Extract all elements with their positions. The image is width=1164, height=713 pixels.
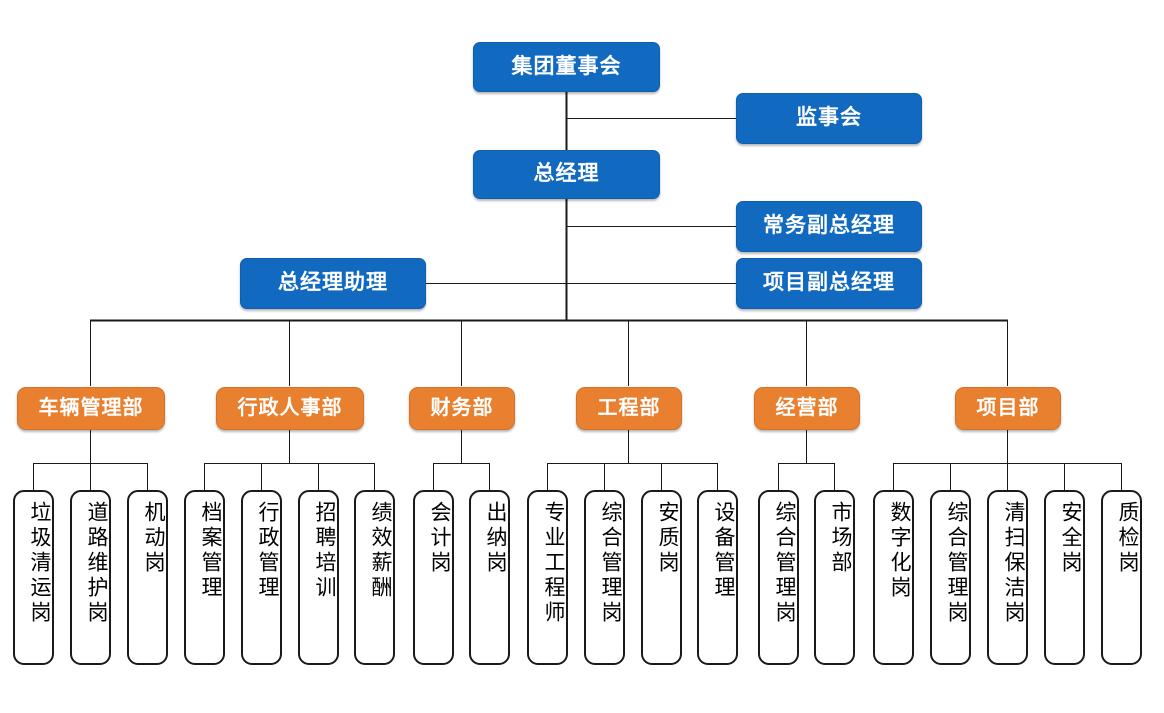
node-post[interactable]: 安全岗 [1044, 490, 1085, 665]
node-post-label: 数字化岗 [888, 501, 912, 601]
node-department-project-label: 项目部 [976, 397, 1040, 419]
node-department-admin-hr-label: 行政人事部 [237, 397, 343, 419]
node-department-operations[interactable]: 经营部 [754, 387, 860, 430]
node-department-vehicle-label: 车辆管理部 [38, 397, 144, 419]
node-department-finance[interactable]: 财务部 [409, 387, 515, 430]
node-department-operations-label: 经营部 [775, 397, 839, 419]
node-post-label: 会计岗 [428, 501, 452, 576]
node-department-vehicle[interactable]: 车辆管理部 [17, 387, 165, 430]
node-post-label: 绩效薪酬 [369, 501, 393, 601]
node-executive-deputy-gm[interactable]: 常务副总经理 [736, 201, 922, 252]
node-post[interactable]: 质检岗 [1101, 490, 1142, 665]
node-gm-assistant-label: 总经理助理 [278, 271, 388, 295]
node-department-admin-hr[interactable]: 行政人事部 [216, 387, 364, 430]
node-board-label: 集团董事会 [511, 54, 622, 78]
node-supervisory-board[interactable]: 监事会 [736, 93, 922, 144]
node-project-deputy-gm-label: 项目副总经理 [763, 271, 895, 295]
node-post-label: 综合管理岗 [945, 501, 969, 626]
node-post[interactable]: 综合管理岗 [584, 490, 625, 665]
node-post[interactable]: 数字化岗 [873, 490, 914, 665]
node-post-label: 安全岗 [1059, 501, 1083, 576]
node-post[interactable]: 出纳岗 [469, 490, 510, 665]
node-supervisory-board-label: 监事会 [796, 106, 862, 130]
node-department-engineering[interactable]: 工程部 [576, 387, 682, 430]
node-post-label: 清扫保洁岗 [1002, 501, 1026, 626]
node-department-engineering-label: 工程部 [597, 397, 661, 419]
node-post[interactable]: 设备管理 [697, 490, 738, 665]
node-executive-deputy-gm-label: 常务副总经理 [763, 214, 895, 238]
node-post-label: 机动岗 [142, 501, 166, 576]
node-department-finance-label: 财务部 [430, 397, 494, 419]
node-post[interactable]: 档案管理 [184, 490, 225, 665]
node-post-label: 安质岗 [656, 501, 680, 576]
node-post-label: 招聘培训 [313, 501, 337, 601]
node-gm-assistant[interactable]: 总经理助理 [240, 258, 426, 309]
node-project-deputy-gm[interactable]: 项目副总经理 [736, 258, 922, 309]
node-post[interactable]: 综合管理岗 [758, 490, 799, 665]
node-post[interactable]: 道路维护岗 [70, 490, 111, 665]
node-post[interactable]: 市场部 [814, 490, 855, 665]
node-post-label: 道路维护岗 [85, 501, 109, 626]
node-post-label: 综合管理岗 [773, 501, 797, 626]
node-post[interactable]: 绩效薪酬 [354, 490, 395, 665]
node-post[interactable]: 垃圾清运岗 [13, 490, 54, 665]
node-post-label: 设备管理 [712, 501, 736, 601]
node-post[interactable]: 综合管理岗 [930, 490, 971, 665]
node-post[interactable]: 安质岗 [641, 490, 682, 665]
node-board[interactable]: 集团董事会 [473, 42, 660, 92]
node-post-label: 垃圾清运岗 [28, 501, 52, 626]
node-post-label: 专业工程师 [542, 501, 566, 626]
node-department-project[interactable]: 项目部 [955, 387, 1061, 430]
node-general-manager-label: 总经理 [533, 162, 600, 186]
node-post[interactable]: 专业工程师 [527, 490, 568, 665]
node-post-label: 市场部 [829, 501, 853, 576]
node-general-manager[interactable]: 总经理 [473, 150, 660, 199]
node-post-label: 质检岗 [1116, 501, 1140, 576]
node-post[interactable]: 会计岗 [413, 490, 454, 665]
node-post[interactable]: 机动岗 [127, 490, 168, 665]
node-post[interactable]: 行政管理 [241, 490, 282, 665]
node-post-label: 档案管理 [199, 501, 223, 601]
node-post-label: 行政管理 [256, 501, 280, 601]
node-post[interactable]: 清扫保洁岗 [987, 490, 1028, 665]
node-post-label: 出纳岗 [484, 501, 508, 576]
node-post[interactable]: 招聘培训 [298, 490, 339, 665]
node-post-label: 综合管理岗 [599, 501, 623, 626]
